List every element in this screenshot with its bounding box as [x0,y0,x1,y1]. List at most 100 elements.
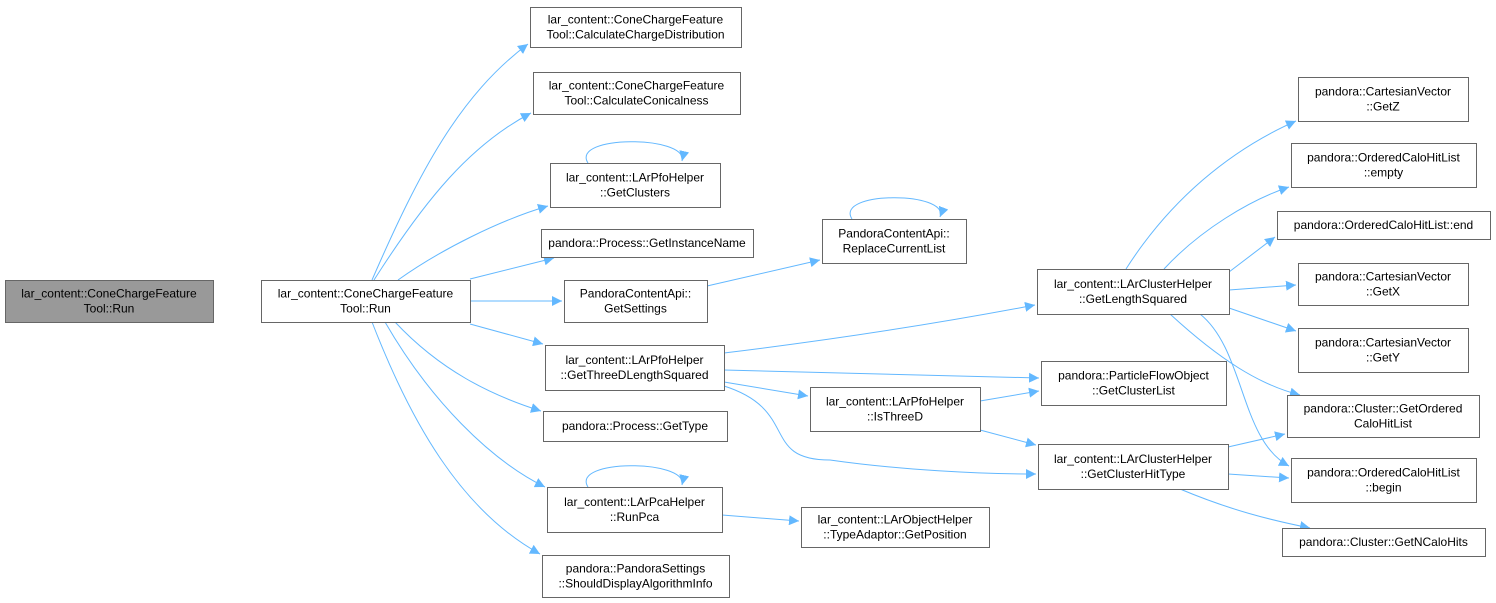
node-box-begin [1291,458,1477,503]
node-box-getx [1298,263,1469,306]
graph-node-getclusters[interactable]: lar_content::LArPfoHelper::GetClusters [550,163,721,208]
call-edge-run-to-calcdist [371,43,529,281]
node-label-threed-line-1: lar_content::LArPfoHelper [565,353,703,367]
node-label-begin-line-1: pandora::OrderedCaloHitList [1307,466,1460,480]
call-edge-threed-to-hittype [723,385,1037,479]
graph-node-calccon[interactable]: lar_content::ConeChargeFeatureTool::Calc… [533,72,741,115]
node-label-getpos-line-2: ::TypeAdaptor::GetPosition [823,528,966,542]
graph-node-empty[interactable]: pandora::OrderedCaloHitList::empty [1291,143,1477,188]
node-box-shoulddisplay [542,555,730,598]
graph-node-shoulddisplay[interactable]: pandora::PandoraSettings::ShouldDisplayA… [542,555,730,598]
call-edge-threed-to-pfoclusterlist [723,369,1040,383]
node-label-instname-line-1: pandora::Process::GetInstanceName [548,236,746,250]
node-box-run [261,280,471,323]
node-box-ncalo [1282,528,1486,557]
node-label-gettype-line-1: pandora::Process::GetType [562,419,708,433]
call-edge-hittype-to-orderedcalo [1227,431,1286,448]
node-label-getpos-line-1: lar_content::LArObjectHelper [818,513,973,527]
call-edge-run-to-shoulddisplay [371,321,541,555]
node-label-runpca-line-1: lar_content::LArPcaHelper [564,495,705,509]
node-box-root [5,280,214,323]
node-label-getx-line-2: ::GetX [1366,285,1400,299]
node-box-pfoclusterlist [1041,361,1227,406]
call-edge-run-to-threed [469,323,544,347]
node-box-getclusters [550,163,721,208]
node-label-gety-line-2: ::GetY [1366,351,1400,365]
call-edge-isthreed-to-hittype [979,429,1037,448]
graph-node-hittype[interactable]: lar_content::LArClusterHelper::GetCluste… [1038,444,1229,490]
node-label-getclusters-line-1: lar_content::LArPfoHelper [566,171,704,185]
node-label-getsettings-line-1: PandoraContentApi:: [580,287,691,301]
call-edge-hittype-to-ncalo [1179,488,1311,531]
graph-node-begin[interactable]: pandora::OrderedCaloHitList::begin [1291,458,1477,503]
call-edge-isthreed-to-pfoclusterlist [979,387,1040,402]
graph-node-getsettings[interactable]: PandoraContentApi::GetSettings [564,280,708,323]
self-call-edge-replace-to-replace [849,197,949,220]
node-label-orderedcalo-line-2: CaloHitList [1354,417,1413,431]
node-label-ncalo-line-1: pandora::Cluster::GetNCaloHits [1299,535,1468,549]
graph-node-end[interactable]: pandora::OrderedCaloHitList::end [1277,211,1491,240]
node-box-calcdist [530,7,742,48]
graph-node-isthreed[interactable]: lar_content::LArPfoHelper::IsThreeD [810,387,981,432]
node-label-end-line-1: pandora::OrderedCaloHitList::end [1294,218,1473,232]
call-edge-hittype-to-begin [1227,472,1290,483]
node-label-threed-line-2: ::GetThreeDLengthSquared [560,368,708,382]
node-box-isthreed [810,387,981,432]
graph-node-ncalo[interactable]: pandora::Cluster::GetNCaloHits [1282,528,1486,557]
self-call-edge-getclusters-to-getclusters [585,141,690,164]
node-label-calccon-line-2: Tool::CalculateConicalness [564,94,708,108]
node-label-run-line-2: Tool::Run [340,302,391,316]
node-label-gety-line-1: pandora::CartesianVector [1315,336,1451,350]
node-box-getpos [801,507,990,548]
self-call-edge-runpca-to-runpca [585,465,690,488]
node-label-orderedcalo-line-1: pandora::Cluster::GetOrdered [1304,402,1463,416]
node-label-getz-line-1: pandora::CartesianVector [1315,85,1451,99]
node-label-root-line-2: Tool::Run [84,302,135,316]
call-edge-threed-to-isthreed [723,381,809,400]
edges-layer [371,43,1311,555]
node-label-root-line-1: lar_content::ConeChargeFeature [21,287,197,301]
nodes-layer: lar_content::ConeChargeFeatureTool::Runl… [5,7,1491,598]
graph-node-threed[interactable]: lar_content::LArPfoHelper::GetThreeDLeng… [545,345,725,391]
call-edge-lensq-to-getz [1125,120,1297,270]
node-label-calcdist-line-2: Tool::CalculateChargeDistribution [546,28,724,42]
node-box-gety [1298,328,1469,373]
graph-node-pfoclusterlist[interactable]: pandora::ParticleFlowObject::GetClusterL… [1041,361,1227,406]
call-edge-run-to-calccon [373,112,532,281]
call-edge-runpca-to-getpos [721,514,800,526]
node-box-gettype [543,411,728,442]
graph-node-getpos[interactable]: lar_content::LArObjectHelper::TypeAdapto… [801,507,990,548]
node-label-runpca-line-2: ::RunPca [610,510,660,524]
graph-node-getx[interactable]: pandora::CartesianVector::GetX [1298,263,1469,306]
node-box-empty [1291,143,1477,188]
graph-node-calcdist[interactable]: lar_content::ConeChargeFeatureTool::Calc… [530,7,742,48]
node-label-replace-line-2: ReplaceCurrentList [843,242,946,256]
node-label-replace-line-1: PandoraContentApi:: [838,227,949,241]
graph-node-runpca[interactable]: lar_content::LArPcaHelper::RunPca [547,487,723,533]
graph-node-gettype[interactable]: pandora::Process::GetType [543,411,728,442]
call-edge-threed-to-lensq [723,301,1036,354]
call-edge-lensq-to-empty [1163,185,1290,270]
call-edge-run-to-instname [469,255,555,280]
graph-node-instname[interactable]: pandora::Process::GetInstanceName [541,229,754,258]
graph-node-replace[interactable]: PandoraContentApi::ReplaceCurrentList [822,219,967,264]
node-label-pfoclusterlist-line-1: pandora::ParticleFlowObject [1058,369,1209,383]
node-label-pfoclusterlist-line-2: ::GetClusterList [1092,384,1175,398]
call-edge-lensq-to-begin [1199,313,1290,467]
node-label-run-line-1: lar_content::ConeChargeFeature [278,287,454,301]
node-label-hittype-line-1: lar_content::LArClusterHelper [1054,452,1212,466]
node-label-getsettings-line-2: GetSettings [604,302,667,316]
node-box-calccon [533,72,741,115]
node-label-hittype-line-2: ::GetClusterHitType [1081,467,1186,481]
graph-node-gety[interactable]: pandora::CartesianVector::GetY [1298,328,1469,373]
graph-node-getz[interactable]: pandora::CartesianVector::GetZ [1298,77,1469,122]
call-edge-run-to-getclusters [397,204,549,281]
graph-node-lensq[interactable]: lar_content::LArClusterHelper::GetLength… [1037,269,1230,315]
node-box-getz [1298,77,1469,122]
node-box-getsettings [564,280,708,323]
node-box-runpca [547,487,723,533]
node-box-threed [545,345,725,391]
